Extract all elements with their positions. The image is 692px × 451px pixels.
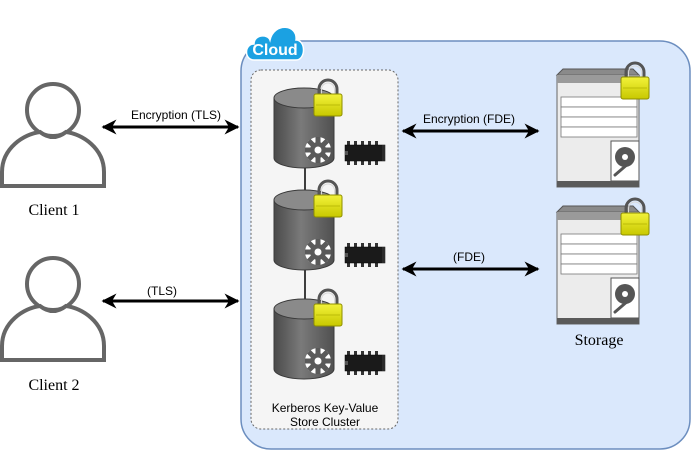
link-cluster-storage1: Encryption (FDE) (401, 112, 540, 139)
client-2-label: Client 2 (28, 377, 79, 394)
cloud-label: Cloud (252, 42, 297, 59)
link-cluster-storage2: (FDE) (401, 250, 540, 277)
link-storage1-label: Encryption (FDE) (423, 112, 515, 126)
cluster-label-line2: Store Cluster (290, 415, 360, 429)
client-2: Client 2 (0, 256, 106, 394)
client-1: Client 1 (0, 82, 106, 219)
storage-server-1 (555, 61, 651, 189)
link-client2-label: (TLS) (147, 284, 177, 298)
link-client1-cloud: Encryption (TLS) (101, 108, 240, 135)
user-icon (0, 82, 106, 188)
link-client2-cloud: (TLS) (101, 284, 240, 309)
storage-label: Storage (575, 332, 624, 349)
client-1-label: Client 1 (28, 202, 79, 219)
storage-server-2 (555, 197, 651, 326)
link-storage2-label: (FDE) (453, 250, 485, 264)
cluster-label-line1: Kerberos Key-Value (272, 401, 379, 415)
link-client1-label: Encryption (TLS) (131, 108, 221, 122)
user-icon (0, 256, 106, 362)
cloud-badge-icon: Cloud (245, 26, 305, 61)
